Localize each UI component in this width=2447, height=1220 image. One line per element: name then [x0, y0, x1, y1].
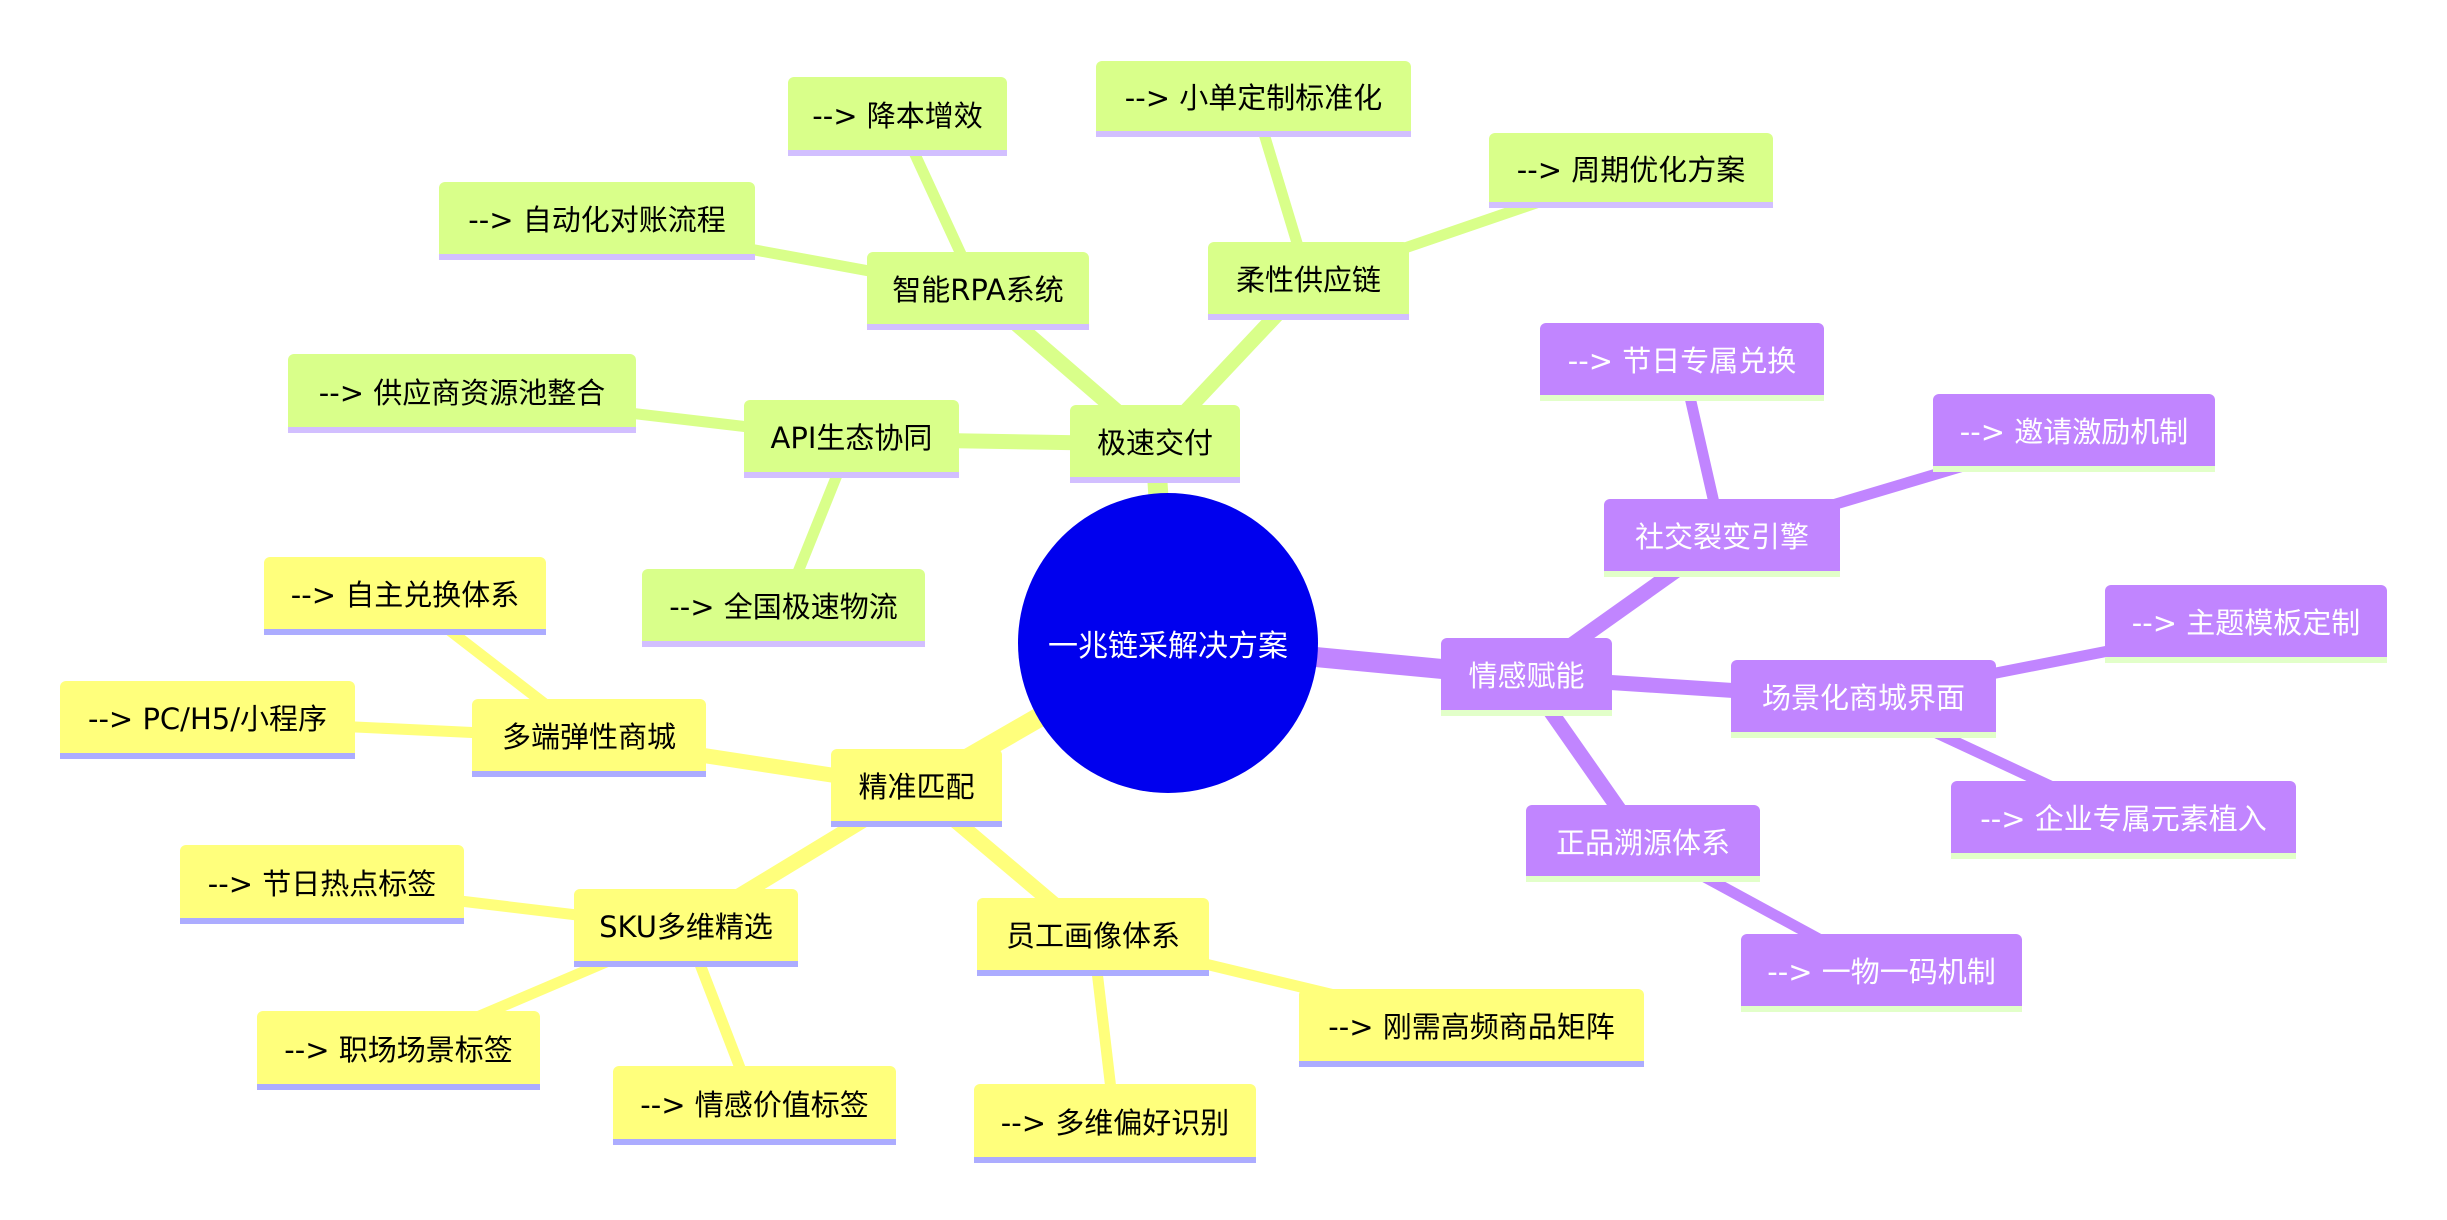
leaf-node-api-0[interactable]: --> 供应商资源池整合: [288, 354, 636, 433]
leaf-node-scene-0-label: --> 主题模板定制: [2131, 606, 2361, 640]
leaf-node-mall-0-label: --> 自主兑换体系: [290, 578, 520, 612]
topic-node-staff[interactable]: 员工画像体系: [977, 898, 1209, 976]
branch-node-emotion-label: 情感赋能: [1468, 659, 1585, 693]
topic-node-social[interactable]: 社交裂变引擎: [1604, 499, 1840, 577]
leaf-node-flex-0-label: --> 小单定制标准化: [1124, 81, 1383, 115]
leaf-node-staff-1[interactable]: --> 多维偏好识别: [974, 1084, 1256, 1163]
leaf-node-sku-2-label: --> 情感价值标签: [640, 1087, 869, 1122]
leaf-node-social-0[interactable]: --> 节日专属兑换: [1540, 323, 1824, 401]
root-node[interactable]: 一兆链采解决方案: [1018, 493, 1318, 793]
leaf-node-mall-1[interactable]: --> PC/H5/小程序: [60, 681, 355, 759]
leaf-node-trace-0-label: --> 一物一码机制: [1767, 955, 1996, 989]
leaf-node-social-1[interactable]: --> 邀请激励机制: [1933, 394, 2215, 472]
topic-node-api-label: API生态协同: [770, 421, 933, 455]
topic-node-scene-label: 场景化商城界面: [1761, 681, 1965, 715]
leaf-node-mall-1-label: --> PC/H5/小程序: [88, 702, 327, 736]
leaf-node-scene-0[interactable]: --> 主题模板定制: [2105, 585, 2387, 663]
leaf-node-staff-0[interactable]: --> 刚需高频商品矩阵: [1299, 989, 1644, 1067]
leaf-node-sku-0-label: --> 节日热点标签: [207, 866, 437, 901]
leaf-node-api-0-label: --> 供应商资源池整合: [318, 375, 606, 410]
branch-node-match-label: 精准匹配: [858, 770, 975, 804]
leaf-node-flex-1[interactable]: --> 周期优化方案: [1489, 133, 1773, 208]
leaf-node-sku-2[interactable]: --> 情感价值标签: [613, 1066, 896, 1145]
leaf-node-api-1[interactable]: --> 全国极速物流: [642, 569, 925, 647]
leaf-node-flex-0[interactable]: --> 小单定制标准化: [1096, 61, 1411, 137]
branch-node-match[interactable]: 精准匹配: [831, 749, 1002, 827]
leaf-node-sku-0[interactable]: --> 节日热点标签: [180, 845, 464, 924]
leaf-node-flex-1-label: --> 周期优化方案: [1516, 152, 1746, 187]
leaf-node-social-1-label: --> 邀请激励机制: [1959, 415, 2189, 449]
leaf-node-social-0-label: --> 节日专属兑换: [1567, 344, 1797, 378]
branch-node-emotion[interactable]: 情感赋能: [1441, 638, 1612, 716]
topic-node-rpa[interactable]: 智能RPA系统: [867, 252, 1089, 330]
topic-node-rpa-label: 智能RPA系统: [892, 273, 1064, 307]
leaf-node-staff-0-label: --> 刚需高频商品矩阵: [1328, 1010, 1615, 1044]
topic-node-trace[interactable]: 正品溯源体系: [1526, 805, 1760, 882]
topic-node-trace-label: 正品溯源体系: [1555, 825, 1730, 860]
branch-node-delivery[interactable]: 极速交付: [1070, 405, 1240, 483]
root-label: 一兆链采解决方案: [1048, 629, 1288, 664]
topic-node-flex-label: 柔性供应链: [1235, 263, 1381, 297]
leaf-node-rpa-1[interactable]: --> 自动化对账流程: [439, 182, 755, 260]
topic-node-mall[interactable]: 多端弹性商城: [472, 699, 706, 777]
leaf-node-staff-1-label: --> 多维偏好识别: [1000, 1105, 1230, 1140]
leaf-node-rpa-0[interactable]: --> 降本增效: [788, 77, 1007, 156]
leaf-node-api-1-label: --> 全国极速物流: [669, 590, 898, 624]
leaf-node-scene-1[interactable]: --> 企业专属元素植入: [1951, 781, 2296, 859]
topic-node-api[interactable]: API生态协同: [744, 400, 959, 478]
topic-node-scene[interactable]: 场景化商城界面: [1731, 660, 1996, 738]
topic-node-flex[interactable]: 柔性供应链: [1208, 242, 1409, 320]
leaf-node-sku-1-label: --> 职场场景标签: [284, 1032, 513, 1067]
topic-node-mall-label: 多端弹性商城: [501, 720, 676, 754]
topic-node-social-label: 社交裂变引擎: [1634, 520, 1809, 554]
leaf-node-sku-1[interactable]: --> 职场场景标签: [257, 1011, 540, 1090]
topic-node-sku-label: SKU多维精选: [599, 910, 773, 944]
topic-node-sku[interactable]: SKU多维精选: [574, 889, 798, 967]
branch-node-delivery-label: 极速交付: [1096, 426, 1213, 460]
leaf-node-rpa-1-label: --> 自动化对账流程: [468, 203, 726, 237]
topic-node-staff-label: 员工画像体系: [1005, 919, 1180, 953]
leaf-node-mall-0[interactable]: --> 自主兑换体系: [264, 557, 546, 635]
leaf-node-scene-1-label: --> 企业专属元素植入: [1980, 802, 2267, 836]
leaf-node-trace-0[interactable]: --> 一物一码机制: [1741, 934, 2022, 1012]
leaf-node-rpa-0-label: --> 降本增效: [812, 98, 983, 133]
